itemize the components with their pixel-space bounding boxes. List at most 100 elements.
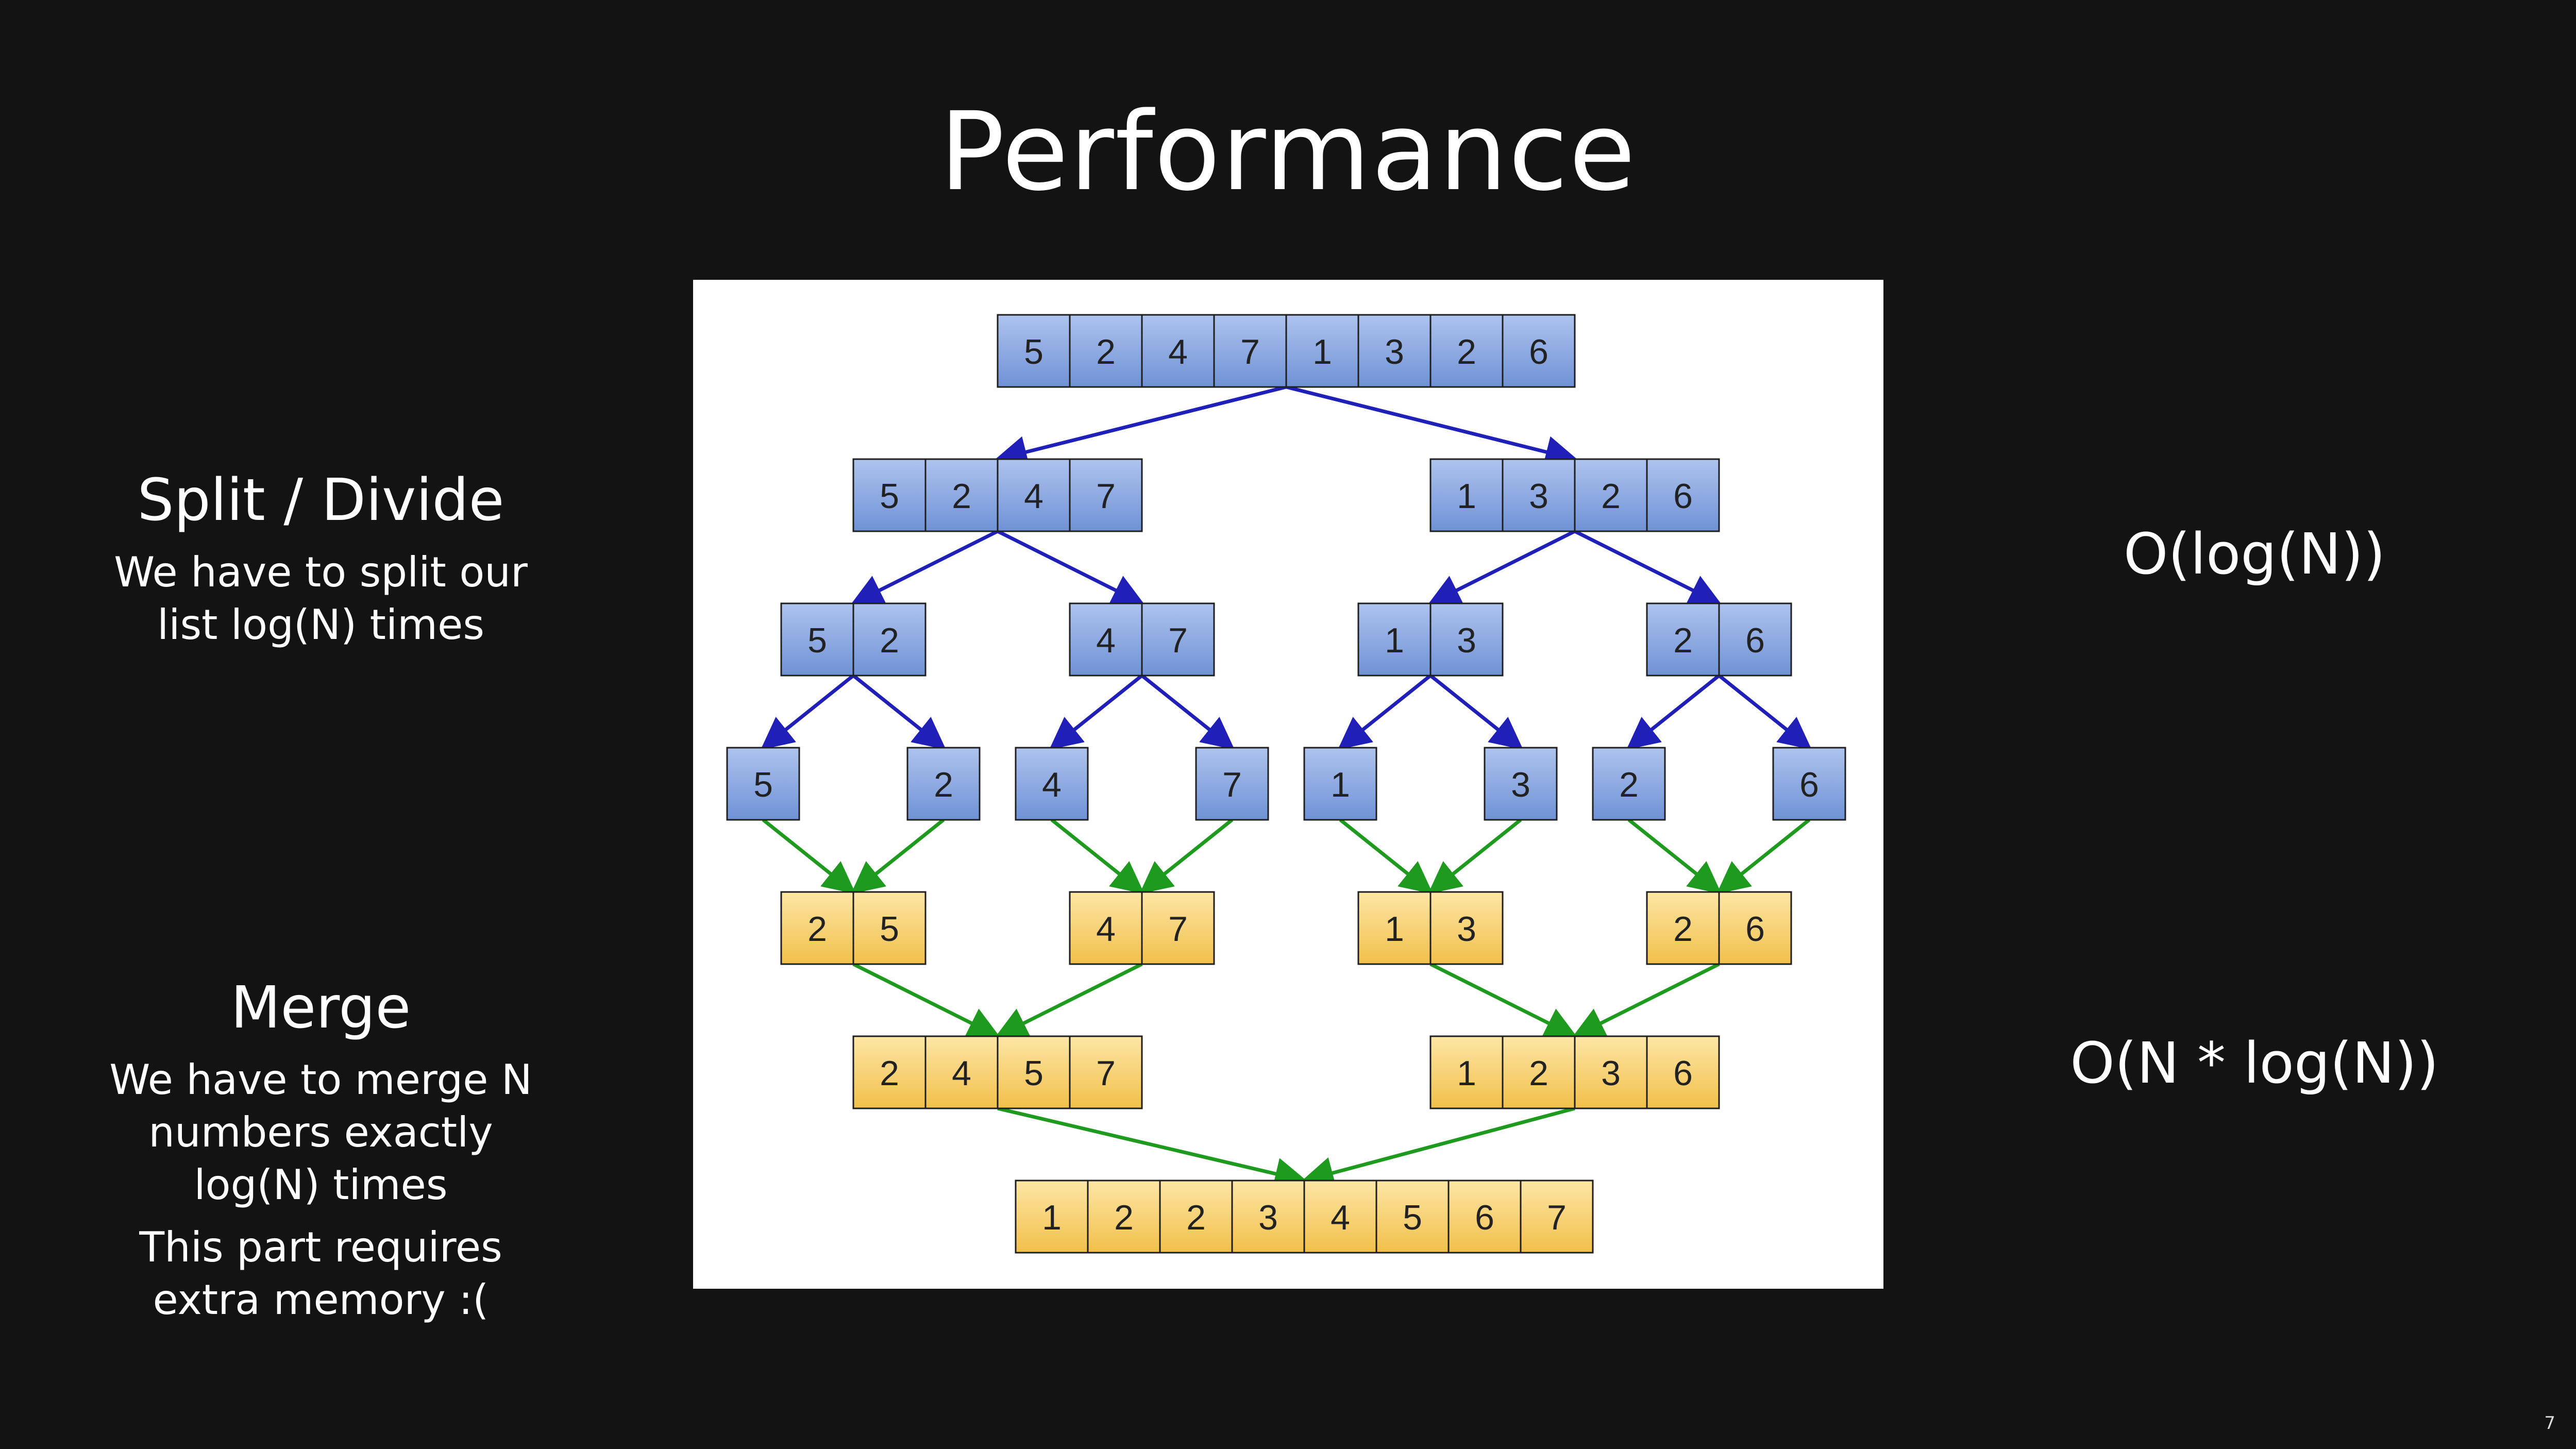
array-cell-value: 1 bbox=[1385, 909, 1404, 949]
array-cell bbox=[1303, 747, 1377, 821]
array-cell-value: 7 bbox=[1096, 1054, 1116, 1093]
array-cell bbox=[1015, 1180, 1089, 1254]
array-cell bbox=[1447, 1180, 1522, 1254]
array-cell bbox=[1592, 747, 1666, 821]
array-cell bbox=[1357, 314, 1432, 388]
split-array: 2 bbox=[1592, 747, 1666, 821]
array-cell-value: 7 bbox=[1222, 765, 1242, 804]
split-arrow bbox=[1574, 529, 1722, 605]
array-cell bbox=[1303, 1180, 1377, 1254]
array-cell-value: 1 bbox=[1312, 332, 1332, 372]
array-cell-value: 4 bbox=[1024, 477, 1043, 516]
array-cell-value: 1 bbox=[1457, 1054, 1476, 1093]
array-cell bbox=[852, 891, 927, 965]
array-cell bbox=[1429, 891, 1504, 965]
array-cell bbox=[780, 891, 854, 965]
merge-arrow bbox=[1339, 818, 1433, 894]
array-cell bbox=[1069, 1035, 1143, 1109]
array-cell-value: 3 bbox=[1385, 332, 1404, 372]
split-array: 5 bbox=[726, 747, 800, 821]
array-cell bbox=[1213, 314, 1287, 388]
array-cell bbox=[924, 1035, 999, 1109]
array-cell-value: 2 bbox=[1673, 621, 1693, 660]
array-cell bbox=[1285, 314, 1359, 388]
split-description: We have to split our list log(N) times bbox=[0, 546, 642, 651]
split-complexity: O(log(N)) bbox=[2123, 521, 2386, 587]
array-cell-value: 2 bbox=[1529, 1054, 1548, 1093]
array-cell-value: 3 bbox=[1511, 765, 1530, 804]
array-cell bbox=[1069, 891, 1143, 965]
array-cell-value: 5 bbox=[753, 765, 773, 804]
array-cell bbox=[1159, 1180, 1233, 1254]
array-cell bbox=[1231, 1180, 1305, 1254]
array-cell-value: 2 bbox=[1673, 909, 1693, 949]
array-cell-value: 4 bbox=[1096, 621, 1116, 660]
split-array: 3 bbox=[1484, 747, 1558, 821]
merge-arrow bbox=[1572, 962, 1720, 1038]
merge-arrow bbox=[1428, 818, 1522, 894]
split-arrow bbox=[852, 674, 946, 750]
array-cell bbox=[1502, 314, 1576, 388]
merge-arrow bbox=[995, 962, 1143, 1038]
array-cell-value: 2 bbox=[934, 765, 953, 804]
diagram-arrows bbox=[761, 385, 1812, 1190]
array-cell-value: 5 bbox=[1024, 332, 1043, 372]
split-arrow bbox=[1140, 674, 1235, 750]
array-cell-value: 2 bbox=[952, 477, 971, 516]
array-cell-value: 6 bbox=[1799, 765, 1819, 804]
array-cell bbox=[906, 747, 981, 821]
array-cell bbox=[780, 602, 854, 677]
merge-arrow bbox=[1429, 962, 1578, 1038]
array-cell-value: 7 bbox=[1240, 332, 1260, 372]
array-cell-value: 4 bbox=[952, 1054, 971, 1093]
array-cell-value: 3 bbox=[1457, 909, 1476, 949]
array-cell bbox=[1574, 458, 1648, 532]
split-array: 7 bbox=[1195, 747, 1269, 821]
array-cell-value: 1 bbox=[1042, 1198, 1062, 1237]
array-cell-value: 1 bbox=[1385, 621, 1404, 660]
slide-title: Performance bbox=[939, 89, 1637, 215]
merge-arrow bbox=[1139, 818, 1234, 894]
split-description-line: list log(N) times bbox=[157, 601, 484, 649]
array-cell-value: 3 bbox=[1601, 1054, 1621, 1093]
merge-arrow bbox=[1301, 1106, 1575, 1189]
merge-arrow bbox=[1716, 818, 1811, 894]
merge-arrow bbox=[762, 818, 856, 894]
array-cell bbox=[1015, 747, 1089, 821]
array-cell-value: 7 bbox=[1168, 909, 1188, 949]
array-cell bbox=[1141, 891, 1215, 965]
split-arrow bbox=[1049, 674, 1143, 750]
array-cell-value: 2 bbox=[1114, 1198, 1134, 1237]
array-cell-value: 5 bbox=[1024, 1054, 1043, 1093]
array-cell bbox=[1429, 1035, 1504, 1109]
merge-complexity: O(N * log(N)) bbox=[2070, 1030, 2439, 1096]
array-cell-value: 3 bbox=[1258, 1198, 1278, 1237]
array-cell-value: 2 bbox=[1186, 1198, 1206, 1237]
split-array: 2 bbox=[906, 747, 981, 821]
merge-heading: Merge bbox=[230, 974, 411, 1041]
memory-note-line: extra memory :( bbox=[153, 1276, 489, 1324]
array-cell-value: 1 bbox=[1457, 477, 1476, 516]
split-arrow bbox=[1718, 674, 1812, 750]
array-cell-value: 5 bbox=[880, 909, 899, 949]
split-arrow bbox=[1338, 674, 1432, 750]
array-cell bbox=[1069, 314, 1143, 388]
array-cell-value: 4 bbox=[1331, 1198, 1350, 1237]
array-cell bbox=[1502, 1035, 1576, 1109]
array-cell-value: 2 bbox=[807, 909, 827, 949]
split-arrow bbox=[850, 529, 999, 605]
array-cell-value: 7 bbox=[1547, 1198, 1567, 1237]
array-cell-value: 2 bbox=[1457, 332, 1476, 372]
